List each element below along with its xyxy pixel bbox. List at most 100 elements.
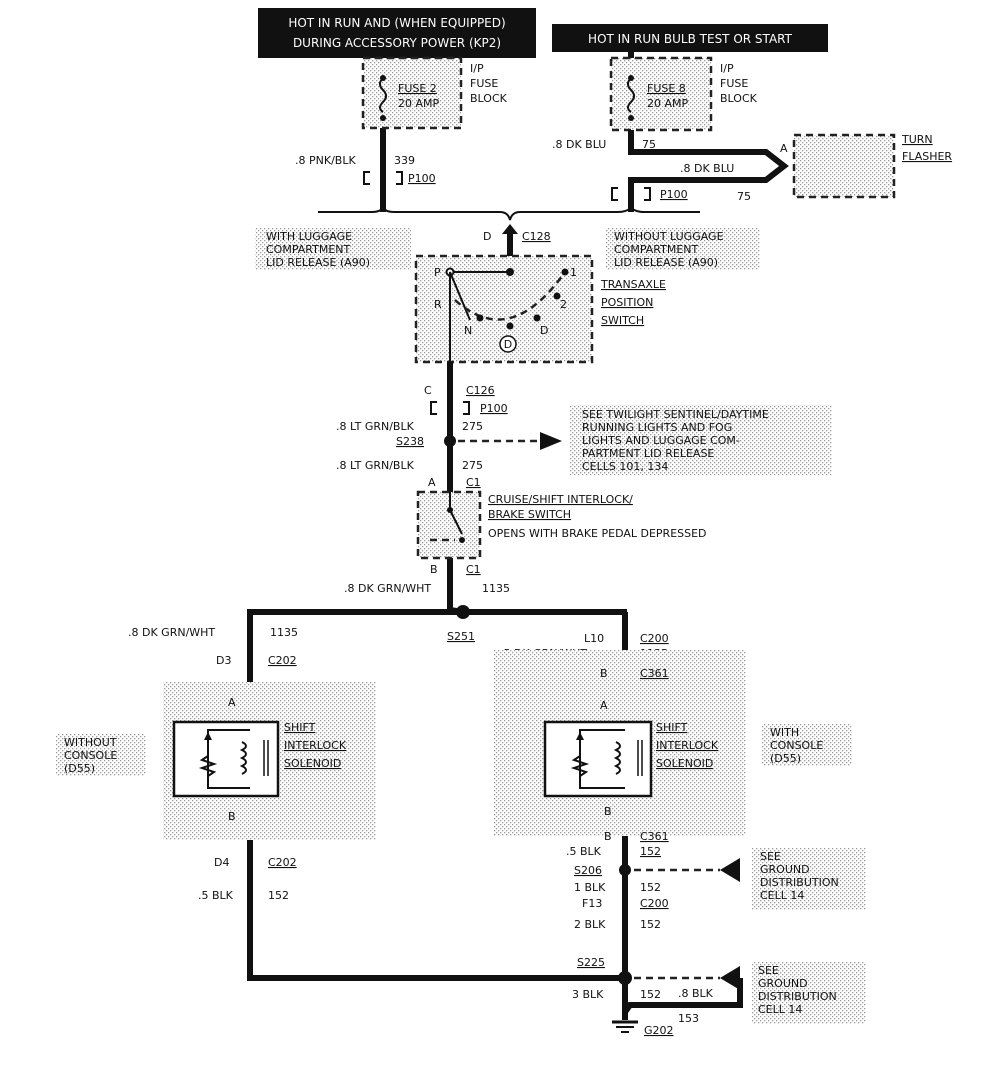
pos-d-circle: D bbox=[504, 338, 512, 351]
c202-bottom-label: C202 bbox=[268, 856, 297, 869]
see-ground-2-2: GROUND bbox=[758, 977, 808, 990]
with-console-2: CONSOLE bbox=[770, 739, 823, 752]
c1-bottom-pin-b: B bbox=[430, 563, 438, 576]
pos-n: N bbox=[464, 324, 472, 337]
c128-label: C128 bbox=[522, 230, 551, 243]
see-ground-1-1: SEE bbox=[760, 850, 781, 863]
without-luggage-note-1: WITHOUT LUGGAGE bbox=[614, 230, 724, 243]
with-console-3: (D55) bbox=[770, 752, 801, 765]
p100-right-connector bbox=[611, 187, 651, 201]
circuit-275-1: 275 bbox=[462, 420, 483, 433]
right-fuse-block-label-2: FUSE bbox=[720, 77, 748, 90]
wire-label-lt-grn-blk-2: .8 LT GRN/BLK bbox=[336, 459, 415, 472]
s238-label: S238 bbox=[396, 435, 424, 448]
right-solenoid-label-1: SHIFT bbox=[656, 721, 688, 734]
wire-label-1-blk: 1 BLK bbox=[574, 881, 606, 894]
wire-label-dk-blu-1: .8 DK BLU bbox=[552, 138, 606, 151]
c200-bottom-label: C200 bbox=[640, 897, 669, 910]
p100-left-label: P100 bbox=[408, 172, 436, 185]
left-power-header-line2: DURING ACCESSORY POWER (KP2) bbox=[293, 36, 501, 50]
p100-right-label: P100 bbox=[660, 188, 688, 201]
left-shift-interlock-solenoid bbox=[172, 720, 280, 798]
wire-label-pnk-blk: .8 PNK/BLK bbox=[295, 154, 356, 167]
right-sol-pin-b: B bbox=[604, 805, 612, 818]
c202-top-pin: D3 bbox=[216, 654, 231, 667]
p100-mid-label: P100 bbox=[480, 402, 508, 415]
g202-label: G202 bbox=[644, 1024, 674, 1037]
c128-pin-d: D bbox=[483, 230, 491, 243]
see-twilight-4: PARTMENT LID RELEASE bbox=[582, 447, 714, 460]
c361-bottom-pin-b: B bbox=[604, 830, 612, 843]
c126-label: C126 bbox=[466, 384, 495, 397]
wire-label-2-blk: 2 BLK bbox=[574, 918, 606, 931]
without-luggage-note-2: COMPARTMENT bbox=[614, 243, 699, 256]
transaxle-label-1: TRANSAXLE bbox=[600, 278, 666, 291]
pos-1: 1 bbox=[570, 266, 577, 279]
c200-top-pin: L10 bbox=[584, 632, 604, 645]
left-power-header bbox=[258, 8, 536, 58]
pos-2: 2 bbox=[560, 298, 567, 311]
with-luggage-note-3: LID RELEASE (A90) bbox=[266, 256, 370, 269]
right-fuse-name: FUSE 8 bbox=[647, 82, 686, 95]
circuit-339: 339 bbox=[394, 154, 415, 167]
circuit-152-right-2: 152 bbox=[640, 881, 661, 894]
right-sol-pin-a: A bbox=[600, 699, 608, 712]
left-fuse-icon bbox=[379, 77, 387, 113]
circuit-1135-1: 1135 bbox=[482, 582, 510, 595]
right-fuse-rating: 20 AMP bbox=[647, 97, 689, 110]
brake-switch-label-3: OPENS WITH BRAKE PEDAL DEPRESSED bbox=[488, 527, 707, 540]
see-twilight-1: SEE TWILIGHT SENTINEL/DAYTIME bbox=[582, 408, 769, 421]
c1-top-label: C1 bbox=[466, 476, 481, 489]
see-ground-2-1: SEE bbox=[758, 964, 779, 977]
left-sol-pin-b: B bbox=[228, 810, 236, 823]
left-solenoid-label-2: INTERLOCK bbox=[284, 739, 347, 752]
circuit-75-2: 75 bbox=[737, 190, 751, 203]
without-console-1: WITHOUT bbox=[64, 736, 117, 749]
left-sol-pin-a: A bbox=[228, 696, 236, 709]
with-console-1: WITH bbox=[770, 726, 799, 739]
c1-top-pin-a: A bbox=[428, 476, 436, 489]
see-ground-1-2: GROUND bbox=[760, 863, 810, 876]
option-brace bbox=[318, 206, 700, 221]
p100-mid-connector bbox=[430, 401, 470, 415]
right-solenoid-label-2: INTERLOCK bbox=[656, 739, 719, 752]
see-twilight-5: CELLS 101, 134 bbox=[582, 460, 668, 473]
wire-label-05-blk-left: .5 BLK bbox=[198, 889, 234, 902]
transaxle-label-3: SWITCH bbox=[601, 314, 644, 327]
turn-flasher-label-1: TURN bbox=[901, 133, 933, 146]
circuit-153: 153 bbox=[678, 1012, 699, 1025]
flasher-pin-a: A bbox=[780, 142, 788, 155]
left-fuse-rating: 20 AMP bbox=[398, 97, 440, 110]
with-luggage-note-2: COMPARTMENT bbox=[266, 243, 351, 256]
right-solenoid-label-3: SOLENOID bbox=[656, 757, 713, 770]
wire-label-dk-grn-wht-2: .8 DK GRN/WHT bbox=[128, 626, 215, 639]
turn-flasher bbox=[792, 133, 896, 199]
splice-s225 bbox=[618, 971, 632, 985]
right-fuse-icon bbox=[627, 77, 635, 113]
pos-d: D bbox=[540, 324, 548, 337]
wire-label-dk-grn-wht-1: .8 DK GRN/WHT bbox=[344, 582, 431, 595]
c126-pin-c: C bbox=[424, 384, 432, 397]
see-ground-2-4: CELL 14 bbox=[758, 1003, 802, 1016]
right-fuse-block bbox=[609, 56, 713, 132]
circuit-75-1: 75 bbox=[642, 138, 656, 151]
circuit-152-right-3: 152 bbox=[640, 918, 661, 931]
left-fuse-name: FUSE 2 bbox=[398, 82, 437, 95]
wire-label-dk-blu-2: .8 DK BLU bbox=[680, 162, 734, 175]
wire-label-3-blk: 3 BLK bbox=[572, 988, 604, 1001]
brake-switch-label-1: CRUISE/SHIFT INTERLOCK/ bbox=[488, 493, 633, 506]
splice-s206 bbox=[619, 864, 631, 876]
p100-left-connector bbox=[363, 171, 403, 185]
circuit-152-left: 152 bbox=[268, 889, 289, 902]
s225-label: S225 bbox=[577, 956, 605, 969]
see-ground-1-4: CELL 14 bbox=[760, 889, 804, 902]
c200-top-label: C200 bbox=[640, 632, 669, 645]
c202-top-label: C202 bbox=[268, 654, 297, 667]
see-ground-2-3: DISTRIBUTION bbox=[758, 990, 837, 1003]
brake-switch-label-2: BRAKE SWITCH bbox=[488, 508, 571, 521]
see-twilight-3: LIGHTS AND LUGGAGE COM- bbox=[582, 434, 740, 447]
left-fuse-block-label-3: BLOCK bbox=[470, 92, 508, 105]
left-solenoid-label-1: SHIFT bbox=[284, 721, 316, 734]
wire-label-05-blk-right: .5 BLK bbox=[566, 845, 602, 858]
